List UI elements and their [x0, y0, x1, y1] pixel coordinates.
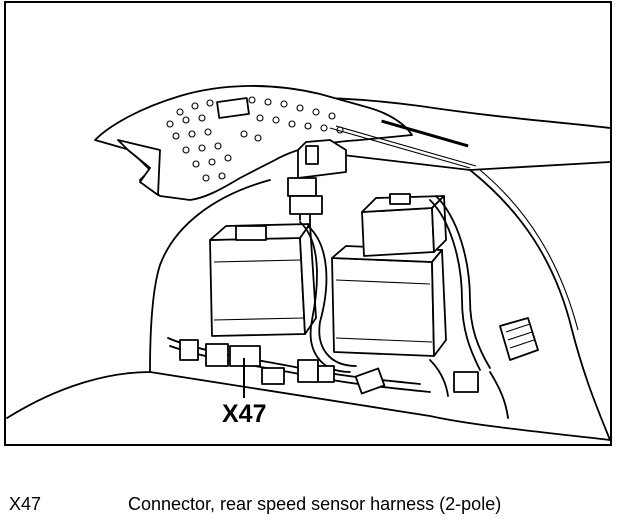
callout-label: X47	[222, 400, 266, 428]
connector-group	[179, 317, 539, 395]
figure-frame	[4, 1, 612, 446]
perforated-trim-panel	[94, 85, 477, 201]
module-left	[209, 223, 317, 337]
module-upper-right	[361, 193, 447, 257]
module-right	[331, 245, 447, 357]
mounting-bracket	[287, 139, 347, 225]
legend-description: Connector, rear speed sensor harness (2-…	[128, 494, 502, 514]
legend-row: X47 Connector, rear speed sensor harness…	[0, 491, 624, 517]
legend-code: X47	[9, 494, 42, 514]
